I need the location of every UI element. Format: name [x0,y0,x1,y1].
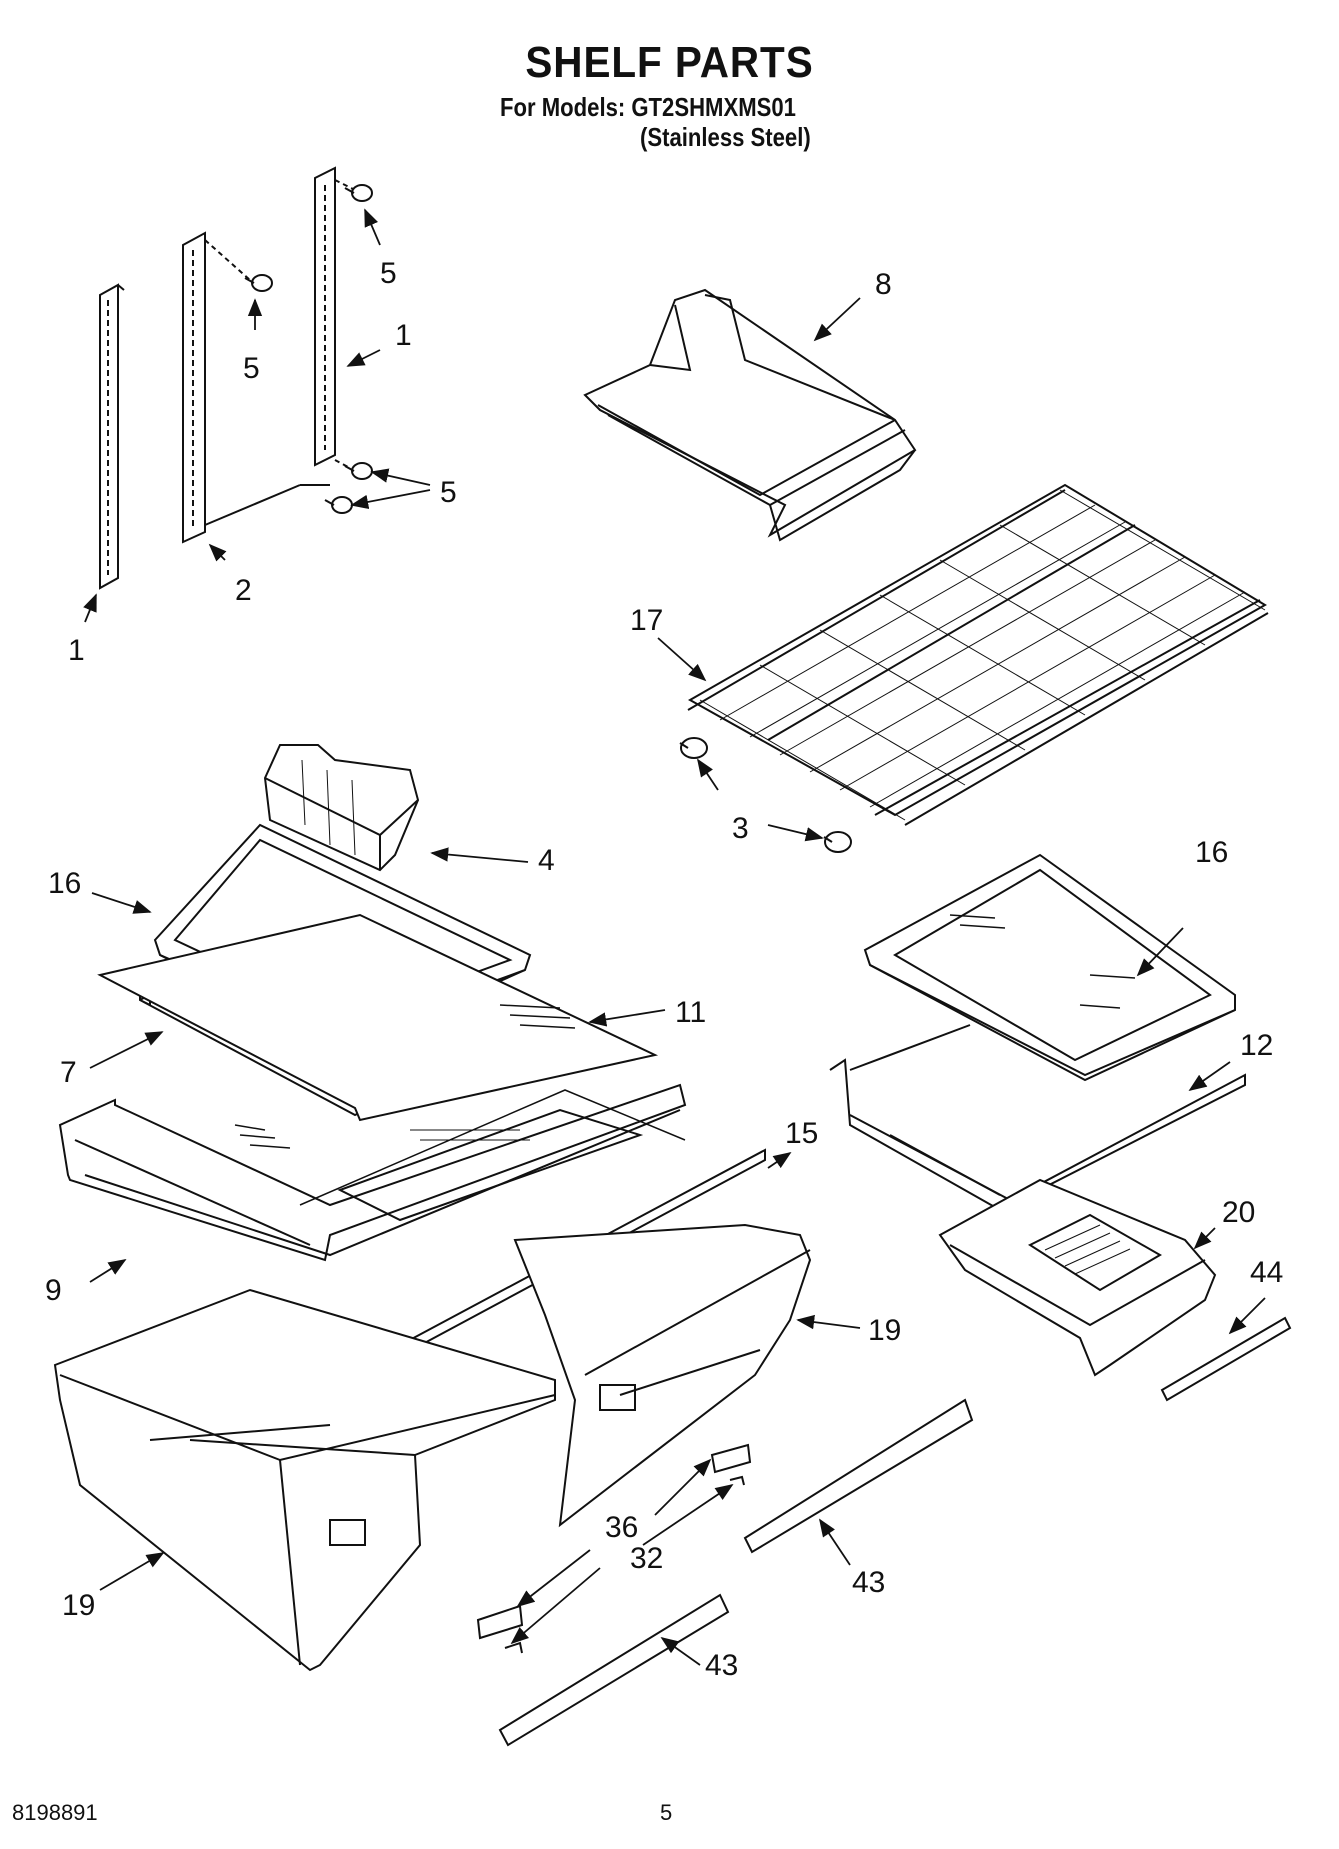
lower-shelf-frame [58,1083,687,1262]
callout-17: 17 [630,604,663,637]
callout-43-right: 43 [852,1566,885,1599]
callout-16-right: 16 [1195,836,1228,869]
callout-44: 44 [1250,1256,1283,1289]
callout-7: 7 [60,1056,77,1089]
callout-1-right: 1 [395,319,412,352]
callout-20: 20 [1222,1196,1255,1229]
document-number: 8198891 [12,1800,98,1825]
callout-5-mid: 5 [243,352,260,385]
callout-2: 2 [235,574,252,607]
callout-4: 4 [538,844,555,877]
callout-9: 9 [45,1274,62,1307]
callout-15: 15 [785,1117,818,1150]
screw-low-1 [344,462,373,480]
wire-shelf [687,483,1269,826]
screw-mid [244,274,273,292]
callout-19-right: 19 [868,1314,901,1347]
trim-strip-right [743,1398,974,1554]
screw-top [344,184,373,202]
glass-panel [97,913,659,1122]
callout-3: 3 [732,812,749,845]
crisper-drawer-left [53,1288,556,1672]
page-number: 5 [660,1800,673,1825]
dairy-bin [583,288,917,542]
meat-drawer [938,1178,1217,1377]
shelf-support-1 [679,737,708,759]
callout-32: 32 [630,1542,663,1575]
clip-upper-right [710,1443,752,1486]
small-bin [263,744,420,872]
callout-5-low: 5 [440,476,457,509]
page-title: SHELF PARTS [525,38,814,87]
glass-shelf-right [863,853,1236,1082]
screw-low-2 [324,496,353,514]
shelf-frame-right [829,1024,1246,1212]
callout-12: 12 [1240,1029,1273,1062]
crisper-drawer-right [513,1223,812,1528]
trim-strip-drawer [1160,1316,1292,1402]
shelf-rail-right [314,166,356,469]
callout-8: 8 [875,268,892,301]
shelf-rail-center [182,231,330,544]
callout-5-top: 5 [380,257,397,290]
callout-16-left: 16 [48,867,81,900]
shelf-support-2 [823,831,852,853]
callout-36: 36 [605,1511,638,1544]
finish-line: (Stainless Steel) [640,122,811,152]
header: SHELF PARTS [0,38,1339,88]
leader-arrows [83,208,1266,1666]
callout-11: 11 [675,996,706,1029]
clip-lower-left [476,1604,524,1654]
callout-19-left: 19 [62,1589,95,1622]
callout-1-left: 1 [68,634,85,667]
shelf-rail-left [99,283,125,590]
trim-strip-left [498,1593,730,1747]
callout-43-left: 43 [705,1649,738,1682]
models-line: For Models: GT2SHMXMS01 [500,92,796,122]
